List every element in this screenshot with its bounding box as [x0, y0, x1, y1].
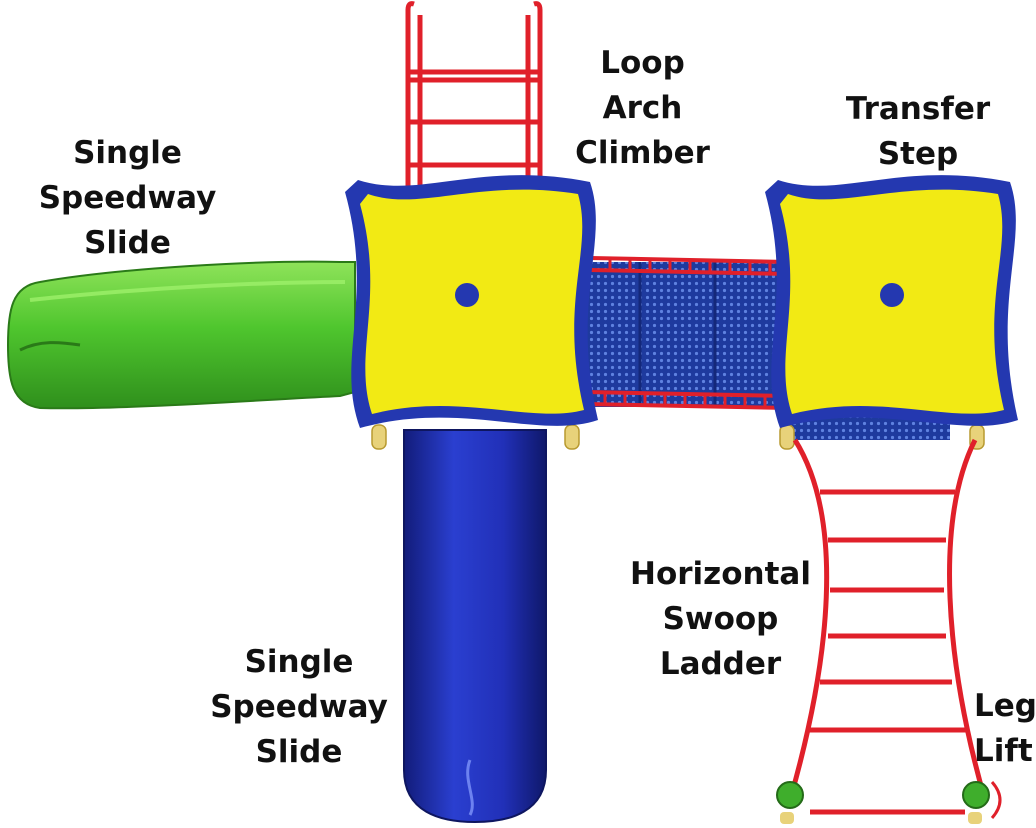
label-single-speedway-slide-left: Single Speedway Slide	[38, 135, 217, 261]
deck-right	[765, 175, 1018, 428]
green-speedway-slide	[6, 260, 356, 410]
deck-left	[345, 175, 598, 428]
leg-lift	[776, 781, 1002, 824]
label-horizontal-swoop-ladder: Horizontal Swoop Ladder	[630, 556, 811, 682]
label-loop-arch-climber: Loop Arch Climber	[575, 45, 710, 171]
label-single-speedway-slide-bottom: Single Speedway Slide	[210, 644, 388, 770]
horizontal-swoop-ladder	[787, 438, 988, 815]
loop-arch-climber	[405, 1, 543, 190]
label-transfer-step: Transfer Step	[845, 91, 991, 172]
support-posts	[371, 424, 985, 450]
blue-speedway-slide	[403, 429, 547, 824]
label-leg-lift: Leg Lift	[974, 688, 1036, 769]
